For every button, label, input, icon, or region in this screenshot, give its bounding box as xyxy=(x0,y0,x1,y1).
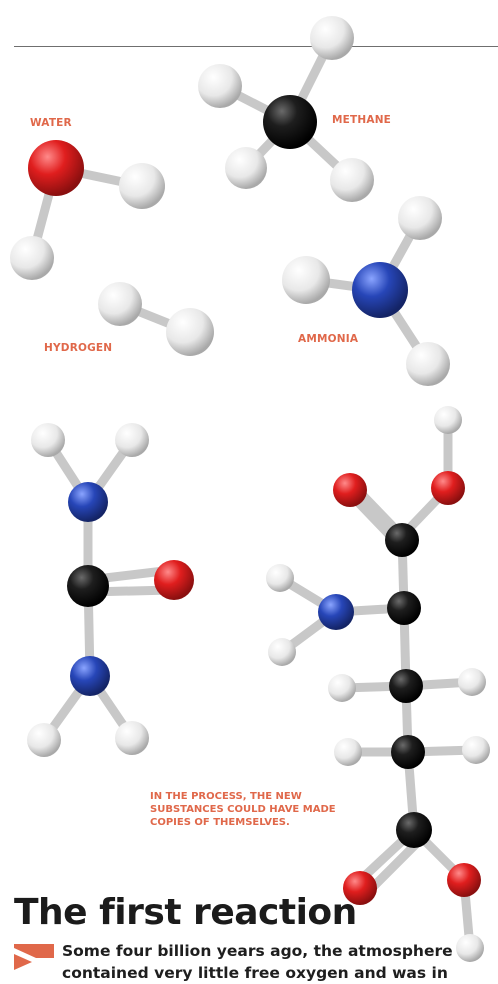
ammonia-molecule xyxy=(282,196,450,386)
amino-acid-molecule xyxy=(266,406,490,962)
water-label: WATER xyxy=(30,117,72,129)
water-molecule xyxy=(10,140,165,280)
hydrogen-label: HYDROGEN xyxy=(44,342,113,354)
body-line-2: contained very little free oxygen and wa… xyxy=(62,964,448,982)
chevron-marker-icon xyxy=(14,944,54,970)
body-text: Some four billion years ago, the atmosph… xyxy=(62,940,498,984)
top-rule xyxy=(14,46,498,47)
urea-molecule xyxy=(27,423,194,757)
ammonia-label: AMMONIA xyxy=(298,333,359,345)
hydrogen-molecule xyxy=(98,282,214,356)
caption: IN THE PROCESS, THE NEW SUBSTANCES COULD… xyxy=(150,791,336,828)
methane-molecule xyxy=(198,16,374,202)
methane-label: METHANE xyxy=(332,114,392,126)
page-title: The first reaction xyxy=(14,892,357,933)
body-line-1: Some four billion years ago, the atmosph… xyxy=(62,942,453,960)
